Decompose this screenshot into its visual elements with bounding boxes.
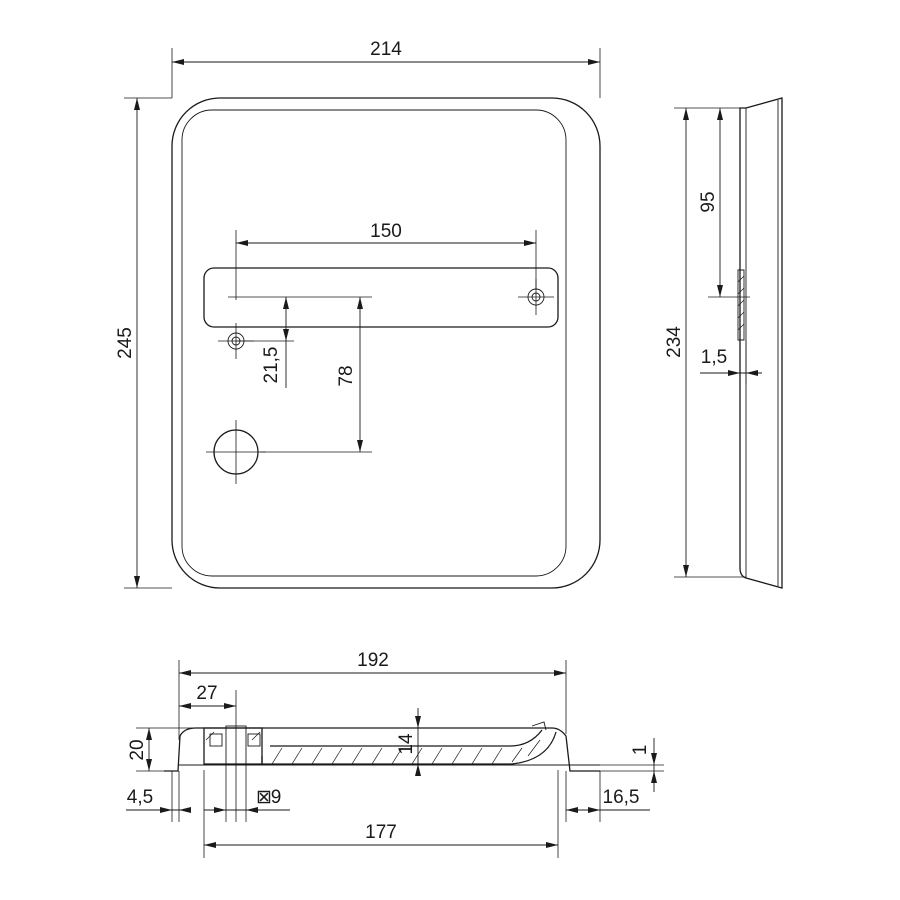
dimension-side-offset-label: 95 <box>698 191 719 212</box>
dimension-hole-spacing: 150 <box>235 221 537 300</box>
dimension-side-offset: 95 <box>698 108 750 298</box>
dimension-section-width-label: 192 <box>357 650 389 671</box>
dimension-section-step-label: 1 <box>630 745 651 756</box>
dimension-hole-offset-label: 21,5 <box>261 347 282 384</box>
plate-inner-outline <box>181 109 567 577</box>
dimension-cutout-offset-label: 78 <box>336 365 357 386</box>
dimension-height-label: 245 <box>115 327 136 359</box>
round-cutout <box>206 420 266 484</box>
dimension-hole-offset: 21,5 <box>236 297 294 388</box>
dimension-section-width: 192 <box>178 650 567 740</box>
dimension-section-depth: 14 <box>396 708 421 776</box>
dimension-height: 245 <box>115 97 172 589</box>
dimension-section-bottom-label: 177 <box>365 822 397 843</box>
plate-outer-outline <box>171 97 601 589</box>
square-symbol: ⊠ <box>256 787 272 808</box>
dimension-section-inner-label: 27 <box>196 683 217 704</box>
dimension-section-step: 1 <box>600 738 664 792</box>
dimension-section-inner: 27 <box>179 683 236 709</box>
dimension-section-bottom: 177 <box>203 770 559 858</box>
dimension-hole-spacing-label: 150 <box>370 221 402 242</box>
front-view: 214 245 150 21,5 <box>115 39 601 589</box>
side-view: 234 95 1,5 <box>664 97 783 589</box>
dimension-square-size-label: 9 <box>271 787 282 808</box>
dimension-side-thickness: 1,5 <box>700 340 762 384</box>
dimension-edge-left: 4,5 <box>126 771 191 822</box>
dimension-cutout-offset: 78 <box>336 297 363 452</box>
dimension-edge-right: 16,5 <box>565 771 650 822</box>
dimension-edge-left-label: 4,5 <box>127 787 153 808</box>
section-hatching <box>205 731 541 765</box>
dimension-width: 214 <box>171 39 601 98</box>
dimension-section-depth-label: 14 <box>396 733 417 755</box>
dimension-edge-right-label: 16,5 <box>603 787 640 808</box>
section-view: 192 27 20 14 <box>126 650 664 858</box>
dimension-side-height: 234 <box>664 107 746 578</box>
dimension-section-height-label: 20 <box>127 739 148 760</box>
dimension-width-label: 214 <box>370 39 402 60</box>
dimension-section-height: 20 <box>127 727 200 772</box>
slot-recess <box>203 267 559 328</box>
dimension-side-thickness-label: 1,5 <box>701 347 727 368</box>
dimension-square-size: ⊠ 9 <box>204 764 290 822</box>
dimension-side-height-label: 234 <box>664 326 685 358</box>
